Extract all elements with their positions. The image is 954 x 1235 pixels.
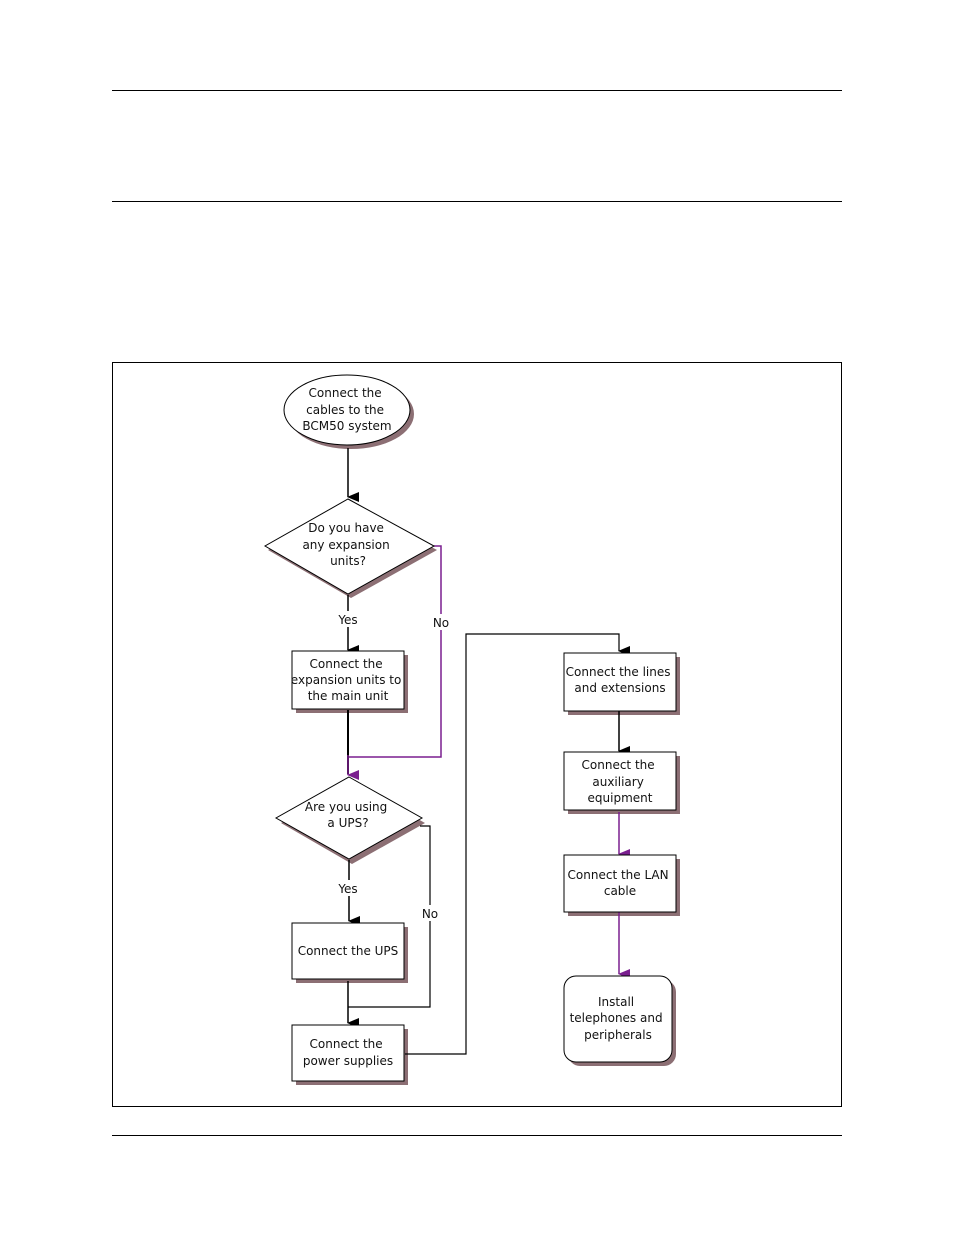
connect-power-text: Connect the power supplies xyxy=(303,1037,393,1068)
start-text: Connect the cables to the BCM50 system xyxy=(302,386,391,433)
footer-rule xyxy=(112,1135,842,1136)
connect-lan-box xyxy=(563,854,677,913)
connect-ups-text: Connect the UPS xyxy=(298,944,399,958)
expansion-yes-label: Yes xyxy=(337,613,357,627)
connect-ups-box xyxy=(291,922,405,980)
ups-yes-label: Yes xyxy=(337,882,357,896)
connect-power-box xyxy=(291,1024,405,1082)
header-rule-bottom xyxy=(112,201,842,202)
install-terminator xyxy=(563,975,673,1063)
expansion-decision xyxy=(263,498,436,595)
connect-aux-text: Connect the auxiliary equipment xyxy=(582,758,659,805)
expansion-question-text: Do you have any expansion units? xyxy=(302,521,393,568)
start-terminator xyxy=(283,374,411,446)
ups-no-label: No xyxy=(422,907,438,921)
connect-expansion-text: Connect the expansion units to the main … xyxy=(291,657,405,703)
ups-decision xyxy=(274,776,424,860)
connect-aux-box xyxy=(563,751,677,811)
flowchart-frame xyxy=(112,362,842,1107)
connect-expansion-box xyxy=(291,650,405,710)
install-text: Install telephones and peripherals xyxy=(570,995,667,1042)
expansion-no-label: No xyxy=(433,616,449,630)
ups-question-text: Are you using a UPS? xyxy=(305,800,391,830)
connect-lan-text: Connect the LAN cable xyxy=(568,868,673,898)
connect-lines-box xyxy=(563,652,677,712)
connect-lines-text: Connect the lines and extensions xyxy=(566,665,675,695)
header-rule-top xyxy=(112,90,842,91)
